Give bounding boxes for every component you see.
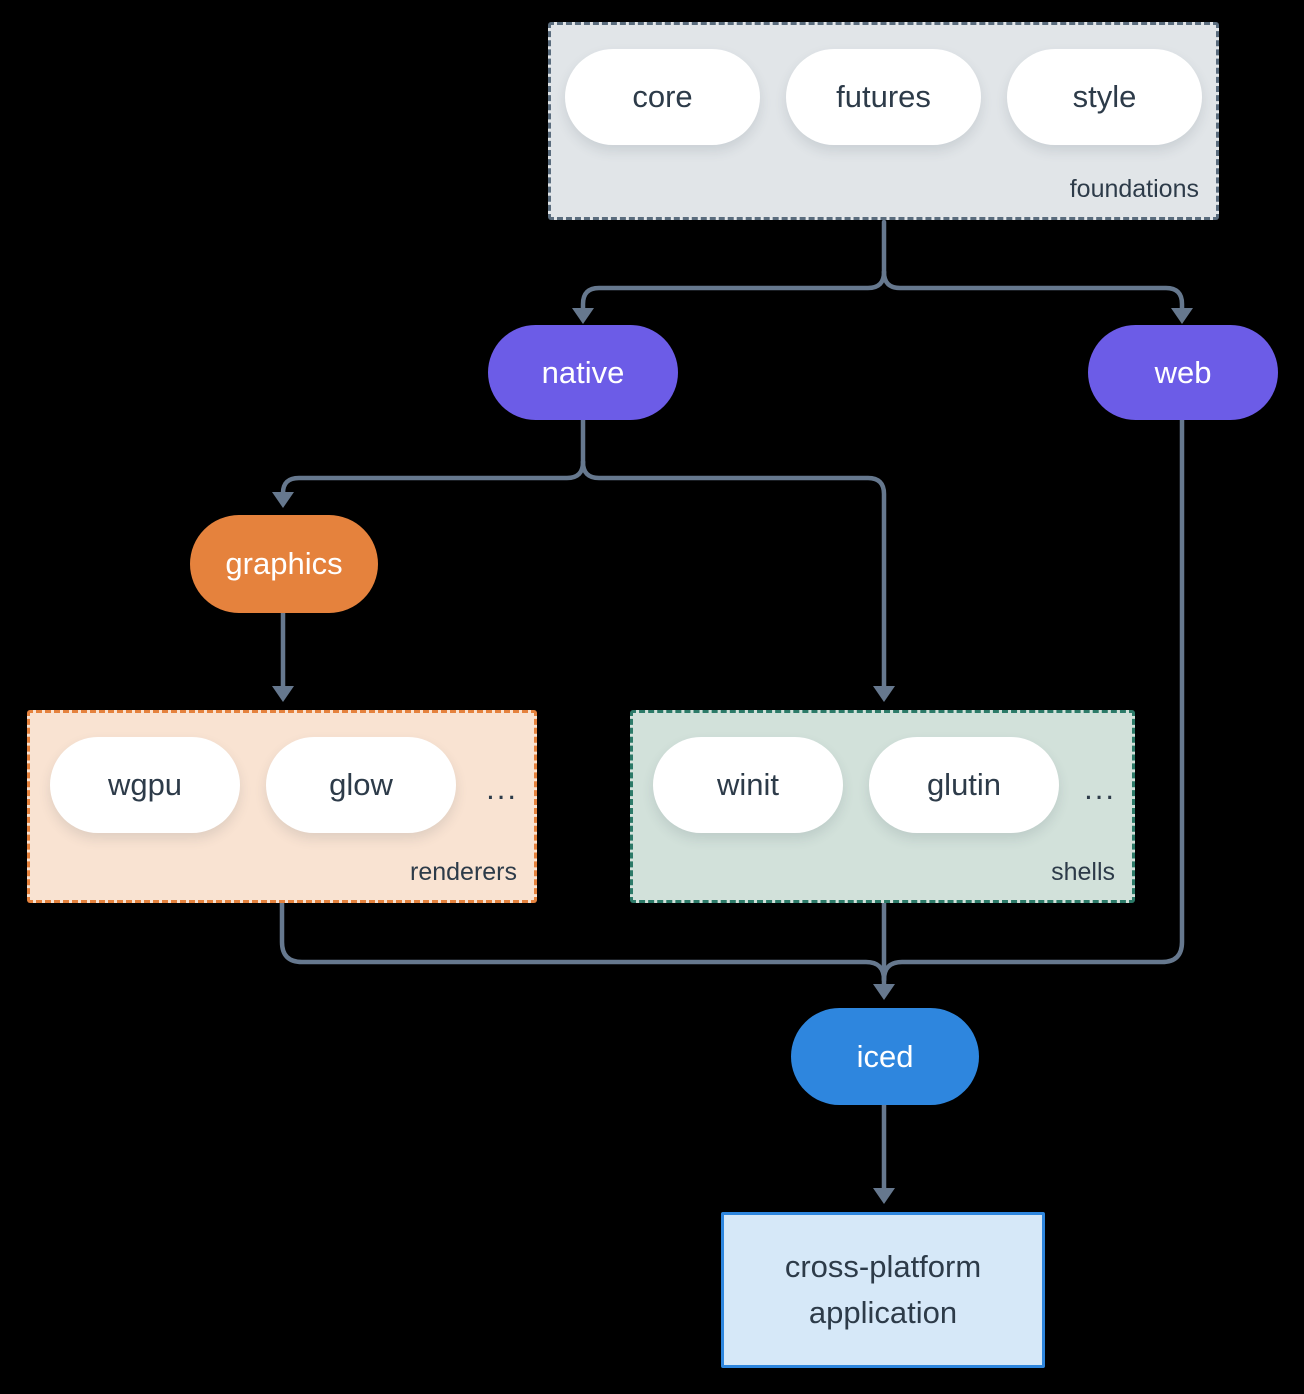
node-glow-label: glow (329, 767, 393, 802)
shells-ellipsis: ... (1084, 771, 1116, 806)
arrowhead-web (1171, 308, 1193, 324)
edge-split-web (881, 269, 1185, 312)
node-glutin: glutin (869, 737, 1059, 833)
edge-native-shells (580, 459, 887, 689)
arrowhead-iced (873, 984, 895, 1000)
shells-pill-row: winit glutin (633, 713, 1132, 833)
node-wgpu-label: wgpu (107, 767, 183, 802)
edge-renderers-iced (279, 900, 887, 983)
renderers-pill-row: wgpu glow (30, 713, 534, 833)
node-application-label: cross-platform application (784, 1249, 982, 1330)
node-graphics-label: graphics (225, 546, 343, 581)
node-glutin-label: glutin (926, 767, 1002, 802)
group-label-foundations: foundations (1069, 175, 1199, 203)
node-web: web (1088, 325, 1278, 420)
arrowhead-renderers (272, 686, 294, 702)
node-style: style (1007, 49, 1202, 145)
group-renderers: wgpu glow ... renderers (27, 710, 537, 903)
node-wgpu: wgpu (50, 737, 240, 833)
group-shells: winit glutin ... shells (630, 710, 1135, 903)
node-application: cross-platform application (721, 1212, 1045, 1368)
edge-split-native (580, 269, 887, 312)
node-core-label: core (632, 79, 693, 114)
arrowhead-graphics (272, 492, 294, 508)
arrowhead-native (572, 308, 594, 324)
group-label-renderers: renderers (410, 858, 517, 886)
node-native-label: native (541, 354, 625, 390)
node-futures: futures (786, 49, 981, 145)
edge-native-graphics (280, 459, 586, 496)
node-iced: iced (791, 1008, 979, 1105)
node-futures-label: futures (836, 79, 931, 114)
node-iced-label: iced (856, 1038, 914, 1074)
node-glow: glow (266, 737, 456, 833)
node-core: core (565, 49, 760, 145)
group-foundations: core futures style foundations (548, 22, 1219, 220)
group-label-shells: shells (1051, 858, 1115, 886)
foundations-pill-row: core futures style (551, 25, 1216, 145)
node-native: native (488, 325, 678, 420)
node-winit-label: winit (716, 767, 779, 802)
node-style-label: style (1072, 79, 1137, 114)
node-winit: winit (653, 737, 843, 833)
node-web-label: web (1154, 354, 1212, 390)
node-graphics: graphics (190, 515, 378, 613)
arrowhead-application (873, 1188, 895, 1204)
arrowhead-shells (873, 686, 895, 702)
renderers-ellipsis: ... (486, 771, 518, 806)
